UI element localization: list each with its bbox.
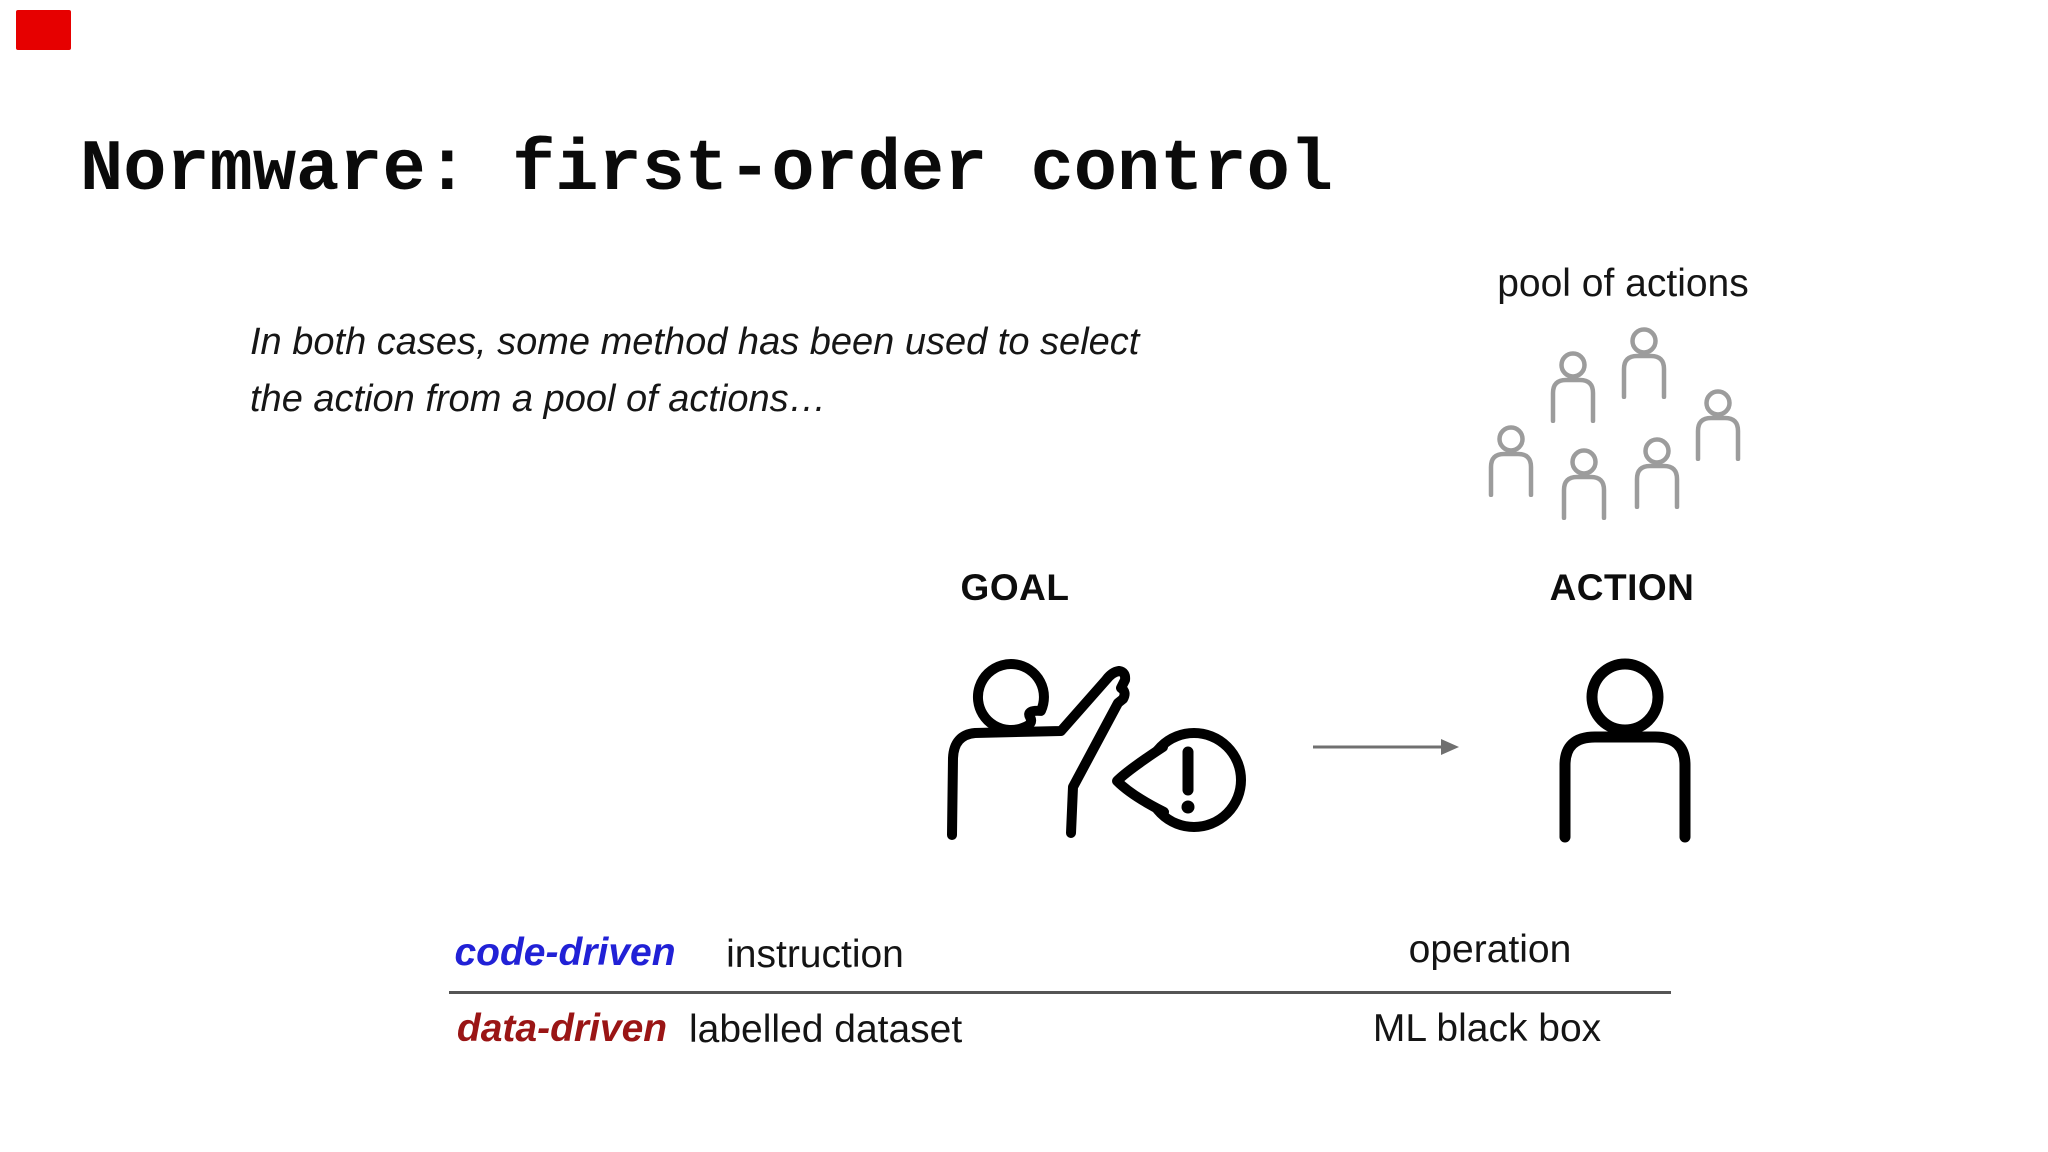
page-title: Normware: first-order control (80, 129, 1334, 211)
red-corner-marker (16, 10, 71, 50)
pool-of-actions-label: pool of actions (1497, 262, 1749, 305)
head-with-face (972, 659, 1049, 736)
goal-person-speaking-icon (947, 659, 1246, 840)
action-person-icon (1559, 658, 1691, 843)
cell-instruction: instruction (726, 933, 904, 976)
row-label-code-driven: code-driven (454, 931, 676, 974)
pool-person-icon (1484, 423, 1538, 497)
pool-person-icon (1557, 446, 1611, 520)
note-line-1: In both cases, some method has been used… (250, 321, 1140, 363)
goal-column-header: GOAL (960, 567, 1070, 608)
pool-person-icon (1617, 325, 1671, 399)
pool-person-icon (1630, 435, 1684, 509)
pool-person-icon (1691, 387, 1745, 461)
note-text: In both cases, some method has been used… (250, 314, 1250, 428)
flow-arrow-icon (1313, 739, 1459, 755)
table-divider-line (449, 991, 1671, 994)
exclamation-dot (1181, 800, 1195, 814)
row-label-data-driven: data-driven (456, 1007, 668, 1050)
speech-bubble-tail (1112, 742, 1169, 817)
note-line-2: the action from a pool of actions… (250, 378, 827, 420)
action-column-header: ACTION (1549, 567, 1695, 608)
cell-ml-black-box: ML black box (1372, 1007, 1602, 1050)
cell-labelled-dataset: labelled dataset (689, 1008, 963, 1051)
torso-and-raised-arm (947, 666, 1131, 840)
pool-person-icon (1546, 349, 1600, 423)
cell-operation: operation (1408, 928, 1572, 971)
